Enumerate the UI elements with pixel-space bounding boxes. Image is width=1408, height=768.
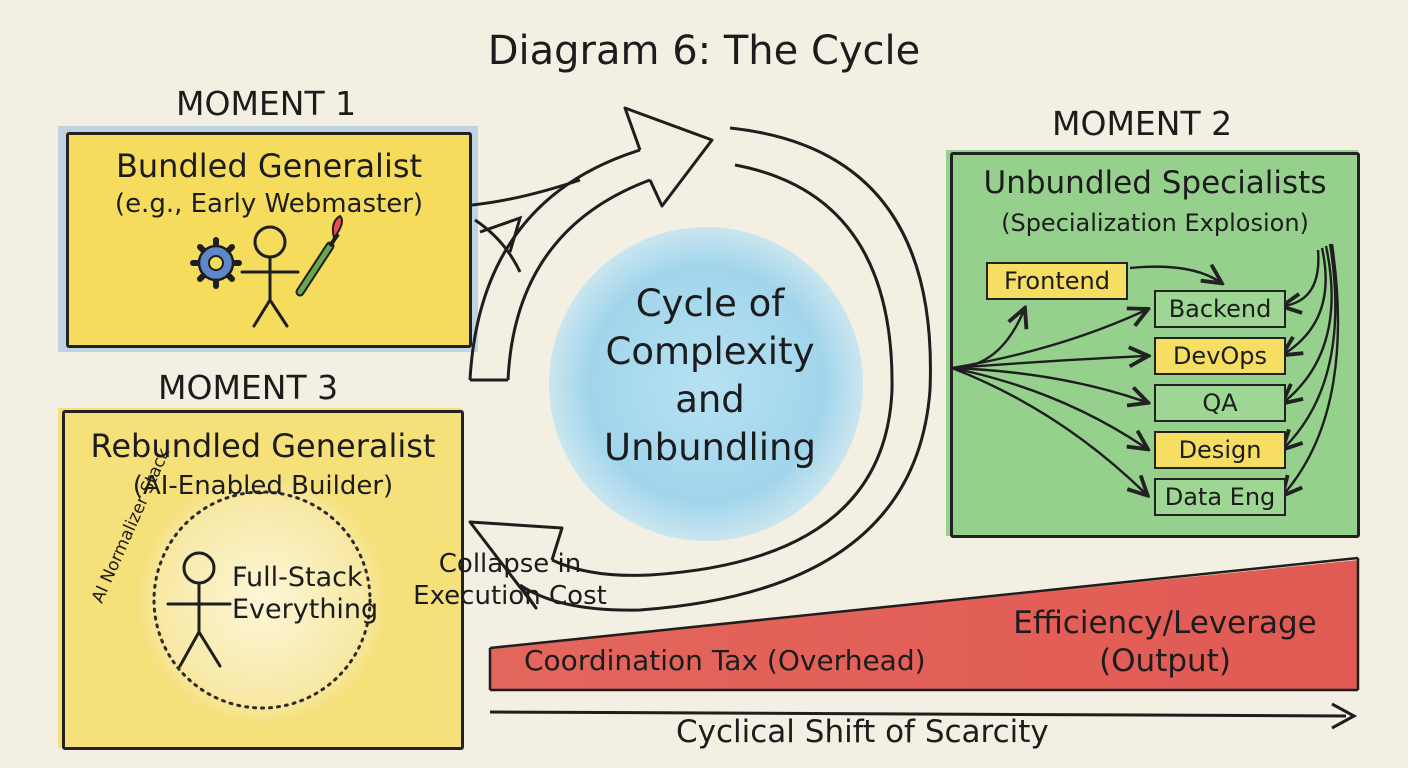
role-data-eng: Data Eng bbox=[1154, 478, 1286, 516]
efficiency-label: Efficiency/Leverage (Output) bbox=[990, 604, 1340, 680]
center-line-4: Unbundling bbox=[604, 426, 816, 469]
scarcity-axis-arrow bbox=[489, 702, 1358, 730]
stick-figure-icon-moment3 bbox=[166, 551, 232, 668]
collapse-line-1: Collapse in bbox=[438, 549, 582, 579]
moment2-box: Unbundled Specialists (Specialization Ex… bbox=[950, 152, 1360, 538]
efficiency-line-1: Efficiency/Leverage bbox=[1013, 605, 1317, 641]
center-circle bbox=[549, 227, 863, 541]
moment1-fill bbox=[66, 132, 470, 346]
moment3-ring-fill bbox=[136, 474, 388, 726]
efficiency-line-2: (Output) bbox=[1099, 643, 1231, 679]
moment2-label: MOMENT 2 bbox=[1052, 104, 1233, 143]
center-line-2: Complexity bbox=[605, 330, 815, 373]
moment1-exit-arrow bbox=[471, 178, 581, 273]
specialist-branch-arrows bbox=[951, 243, 1340, 494]
scarcity-axis-label: Cyclical Shift of Scarcity bbox=[676, 714, 1049, 750]
moment1-label: MOMENT 1 bbox=[176, 84, 357, 123]
moment2-subtitle: (Specialization Explosion) bbox=[1001, 209, 1309, 237]
full-stack-line-1: Full-Stack bbox=[232, 562, 363, 593]
moment2-title: Unbundled Specialists bbox=[983, 165, 1327, 201]
stick-figure-icon bbox=[240, 225, 300, 328]
full-stack-label: Full-Stack Everything bbox=[232, 562, 378, 626]
role-qa: QA bbox=[1154, 384, 1286, 422]
ai-normalizer-ring bbox=[152, 490, 372, 710]
role-devops: DevOps bbox=[1154, 337, 1286, 375]
center-label: Cycle of Complexity and Unbundling bbox=[560, 280, 860, 472]
coordination-tax-label: Coordination Tax (Overhead) bbox=[524, 644, 926, 677]
moment3-title: Rebundled Generalist bbox=[90, 427, 436, 465]
gear-icon bbox=[190, 237, 242, 289]
moment1-title: Bundled Generalist bbox=[115, 147, 423, 185]
center-line-1: Cycle of bbox=[635, 282, 785, 325]
diagram-title: Diagram 6: The Cycle bbox=[487, 28, 921, 74]
collapse-label: Collapse in Execution Cost bbox=[400, 548, 620, 612]
moment3-subtitle: (AI-Enabled Builder) bbox=[132, 471, 394, 501]
paintbrush-icon bbox=[295, 214, 343, 297]
moment3-box: Rebundled Generalist (AI-Enabled Builder… bbox=[62, 410, 464, 750]
collapse-line-2: Execution Cost bbox=[413, 581, 607, 611]
moment1-box: Bundled Generalist (e.g., Early Webmaste… bbox=[66, 132, 472, 348]
tradeoff-wedge bbox=[490, 560, 1358, 690]
role-design: Design bbox=[1154, 431, 1286, 469]
role-backend: Backend bbox=[1154, 290, 1286, 328]
full-stack-line-2: Everything bbox=[232, 594, 379, 625]
tradeoff-outline bbox=[488, 556, 1360, 692]
role-frontend: Frontend bbox=[986, 262, 1128, 300]
moment3-label: MOMENT 3 bbox=[158, 368, 339, 407]
center-line-3: and bbox=[675, 378, 745, 421]
cycle-arrows bbox=[468, 106, 932, 612]
moment1-subtitle: (e.g., Early Webmaster) bbox=[114, 189, 424, 219]
